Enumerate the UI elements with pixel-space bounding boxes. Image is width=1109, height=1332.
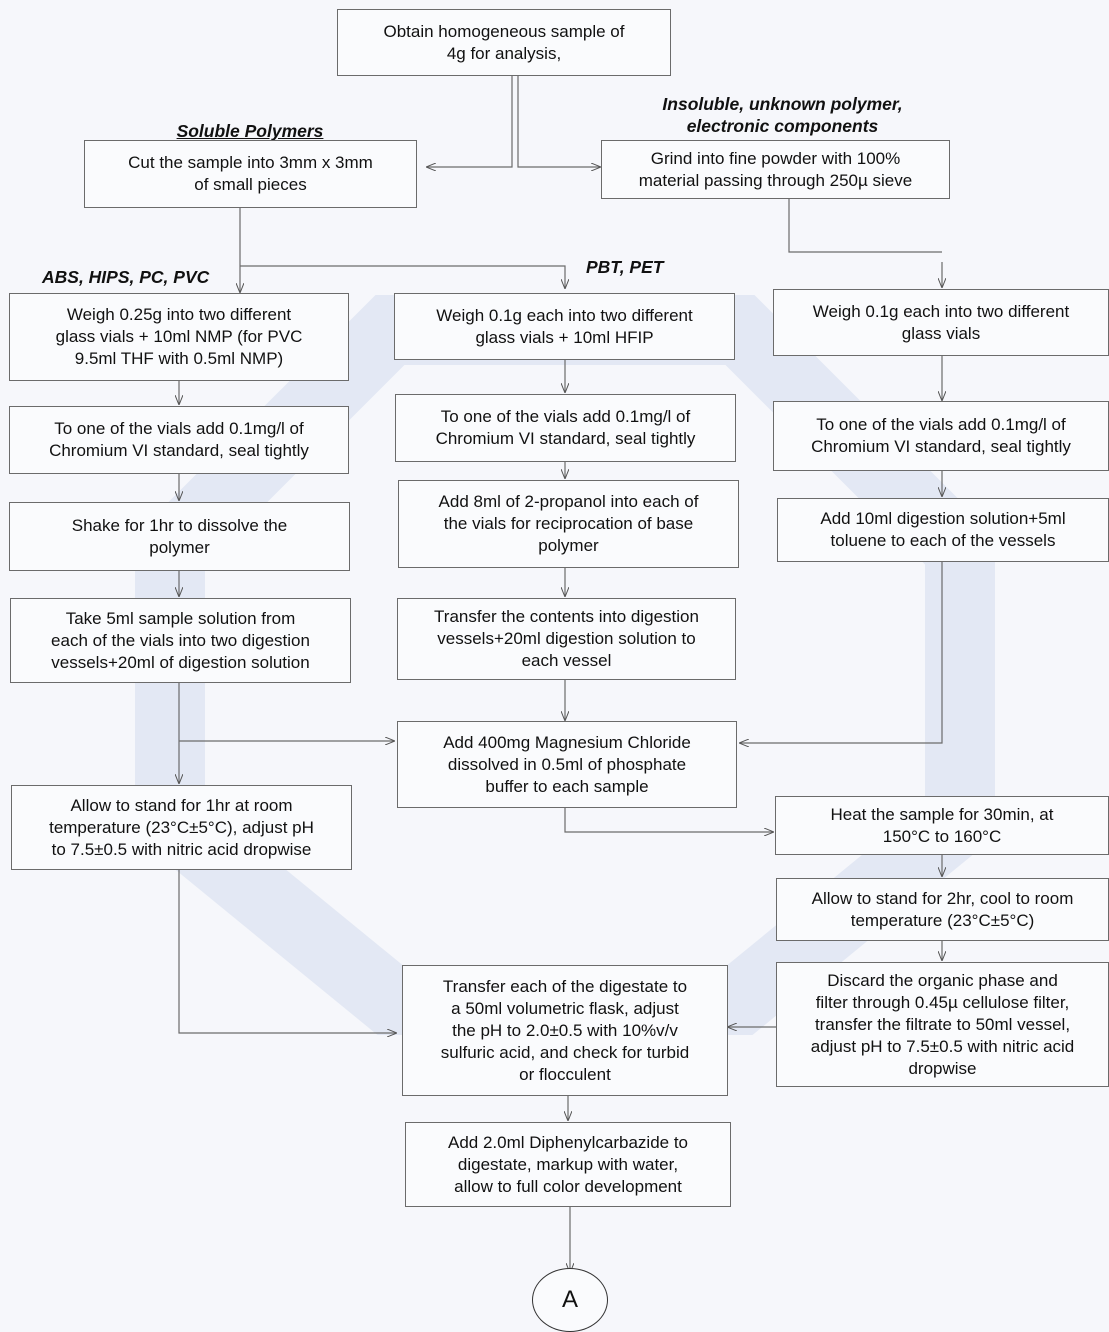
step-shake: Shake for 1hr to dissolve the polymer (9, 502, 350, 571)
connector-a: A (532, 1268, 608, 1332)
label-abs-hips-pc-pvc: ABS, HIPS, PC, PVC (42, 267, 210, 287)
step-cool-room-temp: Allow to stand for 2hr, cool to room tem… (776, 878, 1109, 941)
step-weigh-middle: Weigh 0.1g each into two different glass… (394, 293, 735, 360)
step-weigh-right: Weigh 0.1g each into two different glass… (773, 289, 1109, 356)
step-grind-powder: Grind into fine powder with 100% materia… (601, 140, 950, 199)
step-discard-organic-phase: Discard the organic phase and filter thr… (776, 962, 1109, 1087)
step-chromium-left: To one of the vials add 0.1mg/l of Chrom… (9, 406, 349, 474)
step-stand-adjust-ph: Allow to stand for 1hr at room temperatu… (11, 785, 352, 870)
step-chromium-right: To one of the vials add 0.1mg/l of Chrom… (773, 401, 1109, 471)
step-heat-sample: Heat the sample for 30min, at 150°C to 1… (775, 796, 1109, 855)
label-insoluble-polymer: Insoluble, unknown polymer, electronic c… (662, 94, 903, 136)
step-add-propanol: Add 8ml of 2-propanol into each of the v… (398, 480, 739, 568)
step-add-diphenylcarbazide: Add 2.0ml Diphenylcarbazide to digestate… (405, 1122, 731, 1207)
step-take-sample-solution: Take 5ml sample solution from each of th… (10, 598, 351, 683)
step-weigh-left: Weigh 0.25g into two different glass via… (9, 293, 349, 381)
label-pbt-pet: PBT, PET (586, 257, 664, 277)
step-transfer-digestion: Transfer the contents into digestion ves… (397, 598, 736, 680)
step-cut-sample: Cut the sample into 3mm x 3mm of small p… (84, 140, 417, 208)
step-transfer-volumetric-flask: Transfer each of the digestate to a 50ml… (402, 965, 728, 1096)
label-soluble-polymers: Soluble Polymers (176, 121, 324, 141)
step-obtain-sample: Obtain homogeneous sample of 4g for anal… (337, 9, 671, 76)
step-digestion-toluene: Add 10ml digestion solution+5ml toluene … (777, 498, 1109, 562)
step-chromium-middle: To one of the vials add 0.1mg/l of Chrom… (395, 394, 736, 462)
step-add-magnesium-chloride: Add 400mg Magnesium Chloride dissolved i… (397, 721, 737, 808)
